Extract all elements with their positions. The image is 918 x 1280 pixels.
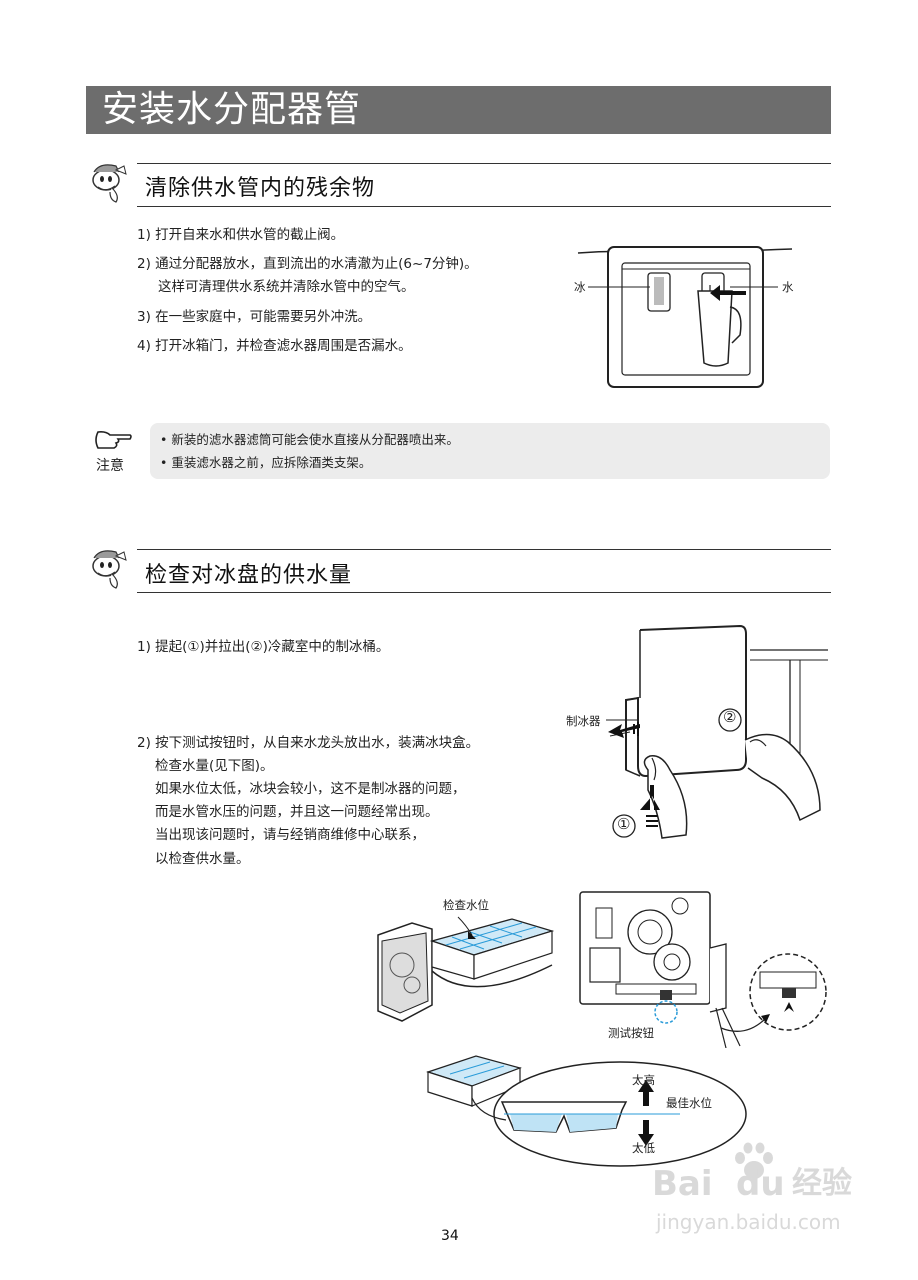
label-test-button: 测试按钮 (608, 1026, 654, 1040)
step-2-line: 检查水量(见下图)。 (155, 758, 274, 774)
step-2-line: 以检查供水量。 (155, 851, 250, 867)
page-number: 34 (441, 1228, 459, 1244)
step-2-line: 而是水管水压的问题，并且这一问题经常出现。 (155, 804, 439, 820)
step-2-line: 当出现该问题时，请与经销商维修中心联系， (155, 827, 425, 843)
label-best-level: 最佳水位 (666, 1096, 712, 1110)
paw-icon (735, 1142, 773, 1179)
label-too-low: 太低 (632, 1141, 655, 1155)
note-label: 注意 (96, 458, 124, 474)
section-rule-bottom (137, 206, 831, 207)
step-2: 2) 按下测试按钮时，从自来水龙头放出水，装满冰块盒。 (137, 735, 480, 751)
section-rule-top (137, 549, 831, 550)
section-title-check: 检查对冰盘的供水量 (145, 563, 353, 588)
note-box (150, 423, 830, 479)
step-1: 1) 提起(①)并拉出(②)冷藏室中的制冰桶。 (137, 639, 390, 655)
ice-bucket-figure (606, 624, 828, 839)
note-item-2: • 重装滤水器之前，应拆除酒类支架。 (160, 455, 372, 470)
mascot-icon (92, 164, 127, 203)
page-title: 安装水分配器管 (86, 86, 831, 134)
label-circle-2: ② (723, 708, 737, 726)
dispenser-figure (577, 246, 793, 388)
pointing-hand-icon (95, 431, 132, 449)
label-ice-maker: 制冰器 (566, 714, 601, 728)
step-2-cont: 这样可清理供水系统并清除水管中的空气。 (158, 279, 415, 295)
watermark-brand: Bai (652, 1164, 713, 1204)
label-ice: 冰 (574, 280, 586, 294)
watermark-url: jingyan.baidu.com (656, 1210, 841, 1234)
step-2: 2) 通过分配器放水，直到流出的水清澈为止(6~7分钟)。 (137, 256, 478, 272)
step-1: 1) 打开自来水和供水管的截止阀。 (137, 227, 345, 243)
section-rule-top (137, 163, 831, 164)
step-4: 4) 打开冰箱门，并检查滤水器周围是否漏水。 (137, 338, 412, 354)
watermark-brand-cn: 经验 (792, 1166, 852, 1201)
ice-maker-internal-figure (579, 891, 827, 1048)
water-level-figure (426, 1055, 747, 1167)
section-title-flush: 清除供水管内的残余物 (145, 176, 376, 201)
label-water: 水 (782, 280, 794, 294)
watermark-brand-du: du (736, 1164, 785, 1204)
note-item-1: • 新装的滤水器滤筒可能会使水直接从分配器喷出来。 (160, 432, 459, 447)
ice-tray-figure (377, 916, 555, 1022)
label-too-high: 太高 (632, 1073, 655, 1087)
section-rule-bottom (137, 592, 831, 593)
label-check-level: 检查水位 (443, 898, 489, 912)
step-3: 3) 在一些家庭中，可能需要另外冲洗。 (137, 309, 372, 325)
label-circle-1: ① (617, 815, 631, 833)
step-2-line: 如果水位太低，冰块会较小，这不是制冰器的问题， (155, 781, 466, 797)
mascot-icon (92, 550, 127, 589)
